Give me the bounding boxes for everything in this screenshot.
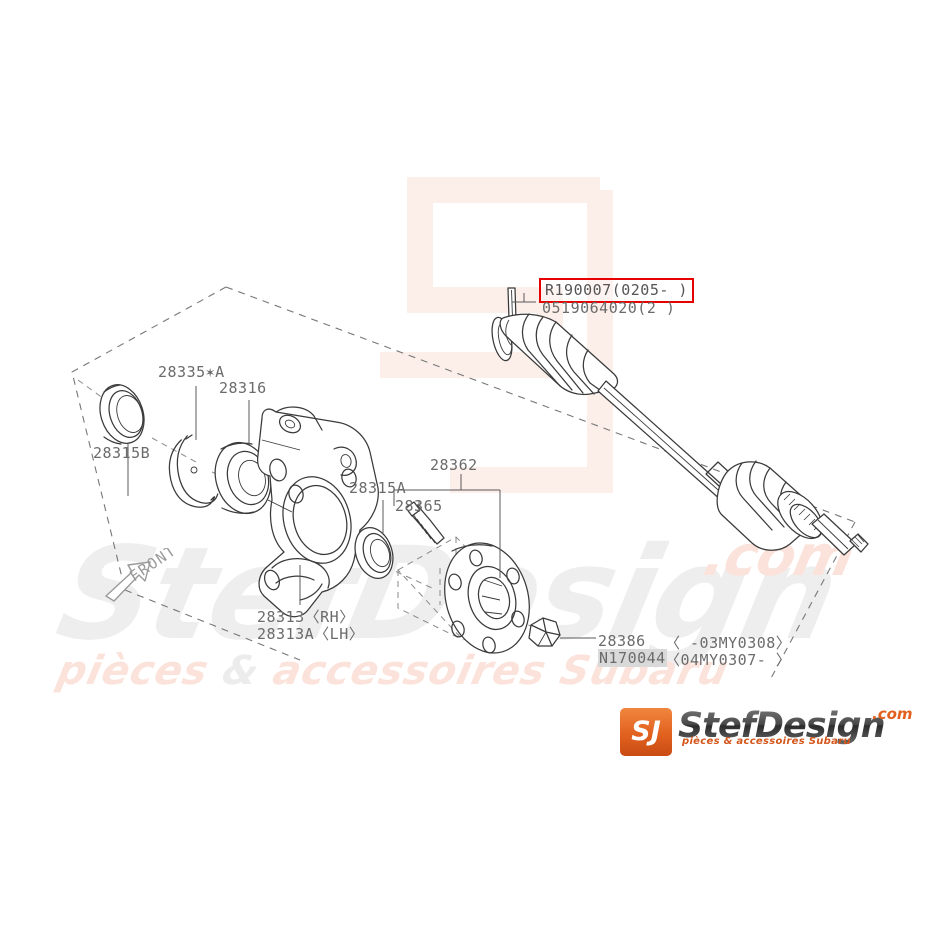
wheel-hub-28362: [397, 536, 530, 654]
drive-shaft-assembly: [491, 287, 869, 556]
callout-n170044: N170044: [598, 649, 667, 667]
logo-slogan: pièces & accessoires Subaru: [682, 736, 851, 747]
logo-dotcom: .com: [872, 705, 913, 723]
snap-ring-28335a: [168, 434, 219, 508]
oil-seal-28315b: [99, 384, 145, 445]
callout-r190007[interactable]: R190007(0205- ): [539, 278, 694, 303]
callout-28335a: 28335✶A: [158, 363, 225, 381]
logo-brand-name: StefDesign: [678, 706, 885, 746]
logo-monogram-text: SJ: [631, 716, 661, 747]
steering-knuckle-28313: [256, 406, 379, 618]
callout-28315b: 28315B: [93, 444, 151, 462]
callout-28315a: 28315A: [349, 479, 407, 497]
wheel-bearing-28316: [214, 441, 272, 515]
callout-28316: 28316: [219, 379, 267, 397]
leader-lines: [127, 293, 596, 639]
callout-28362: 28362: [430, 456, 478, 474]
front-direction-arrow: FRONT: [105, 548, 180, 602]
stefdesign-logo[interactable]: SJ StefDesign .com pièces & accessoires …: [620, 705, 920, 760]
callout-28386-model-range: 〈 -03MY0308〉: [665, 634, 792, 652]
callout-28313a-lh: 28313A〈LH〉: [257, 625, 365, 643]
callout-0519064020: 0519064020(2 ): [542, 299, 676, 317]
callout-n170044-model-range: 〈04MY0307- 〉: [665, 651, 792, 669]
axle-nut-28386: [528, 617, 561, 647]
logo-monogram-mark: SJ: [620, 708, 672, 756]
oil-seal-28315a: [354, 527, 394, 579]
callout-28313-rh: 28313〈RH〉: [257, 608, 355, 626]
front-arrow-label: FRONT: [126, 548, 180, 585]
callout-28386: 28386: [598, 632, 646, 650]
callout-n170044-text: N170044: [598, 649, 667, 667]
callout-28365: 28365: [395, 497, 443, 515]
hub-bolt-28365: [405, 501, 445, 545]
